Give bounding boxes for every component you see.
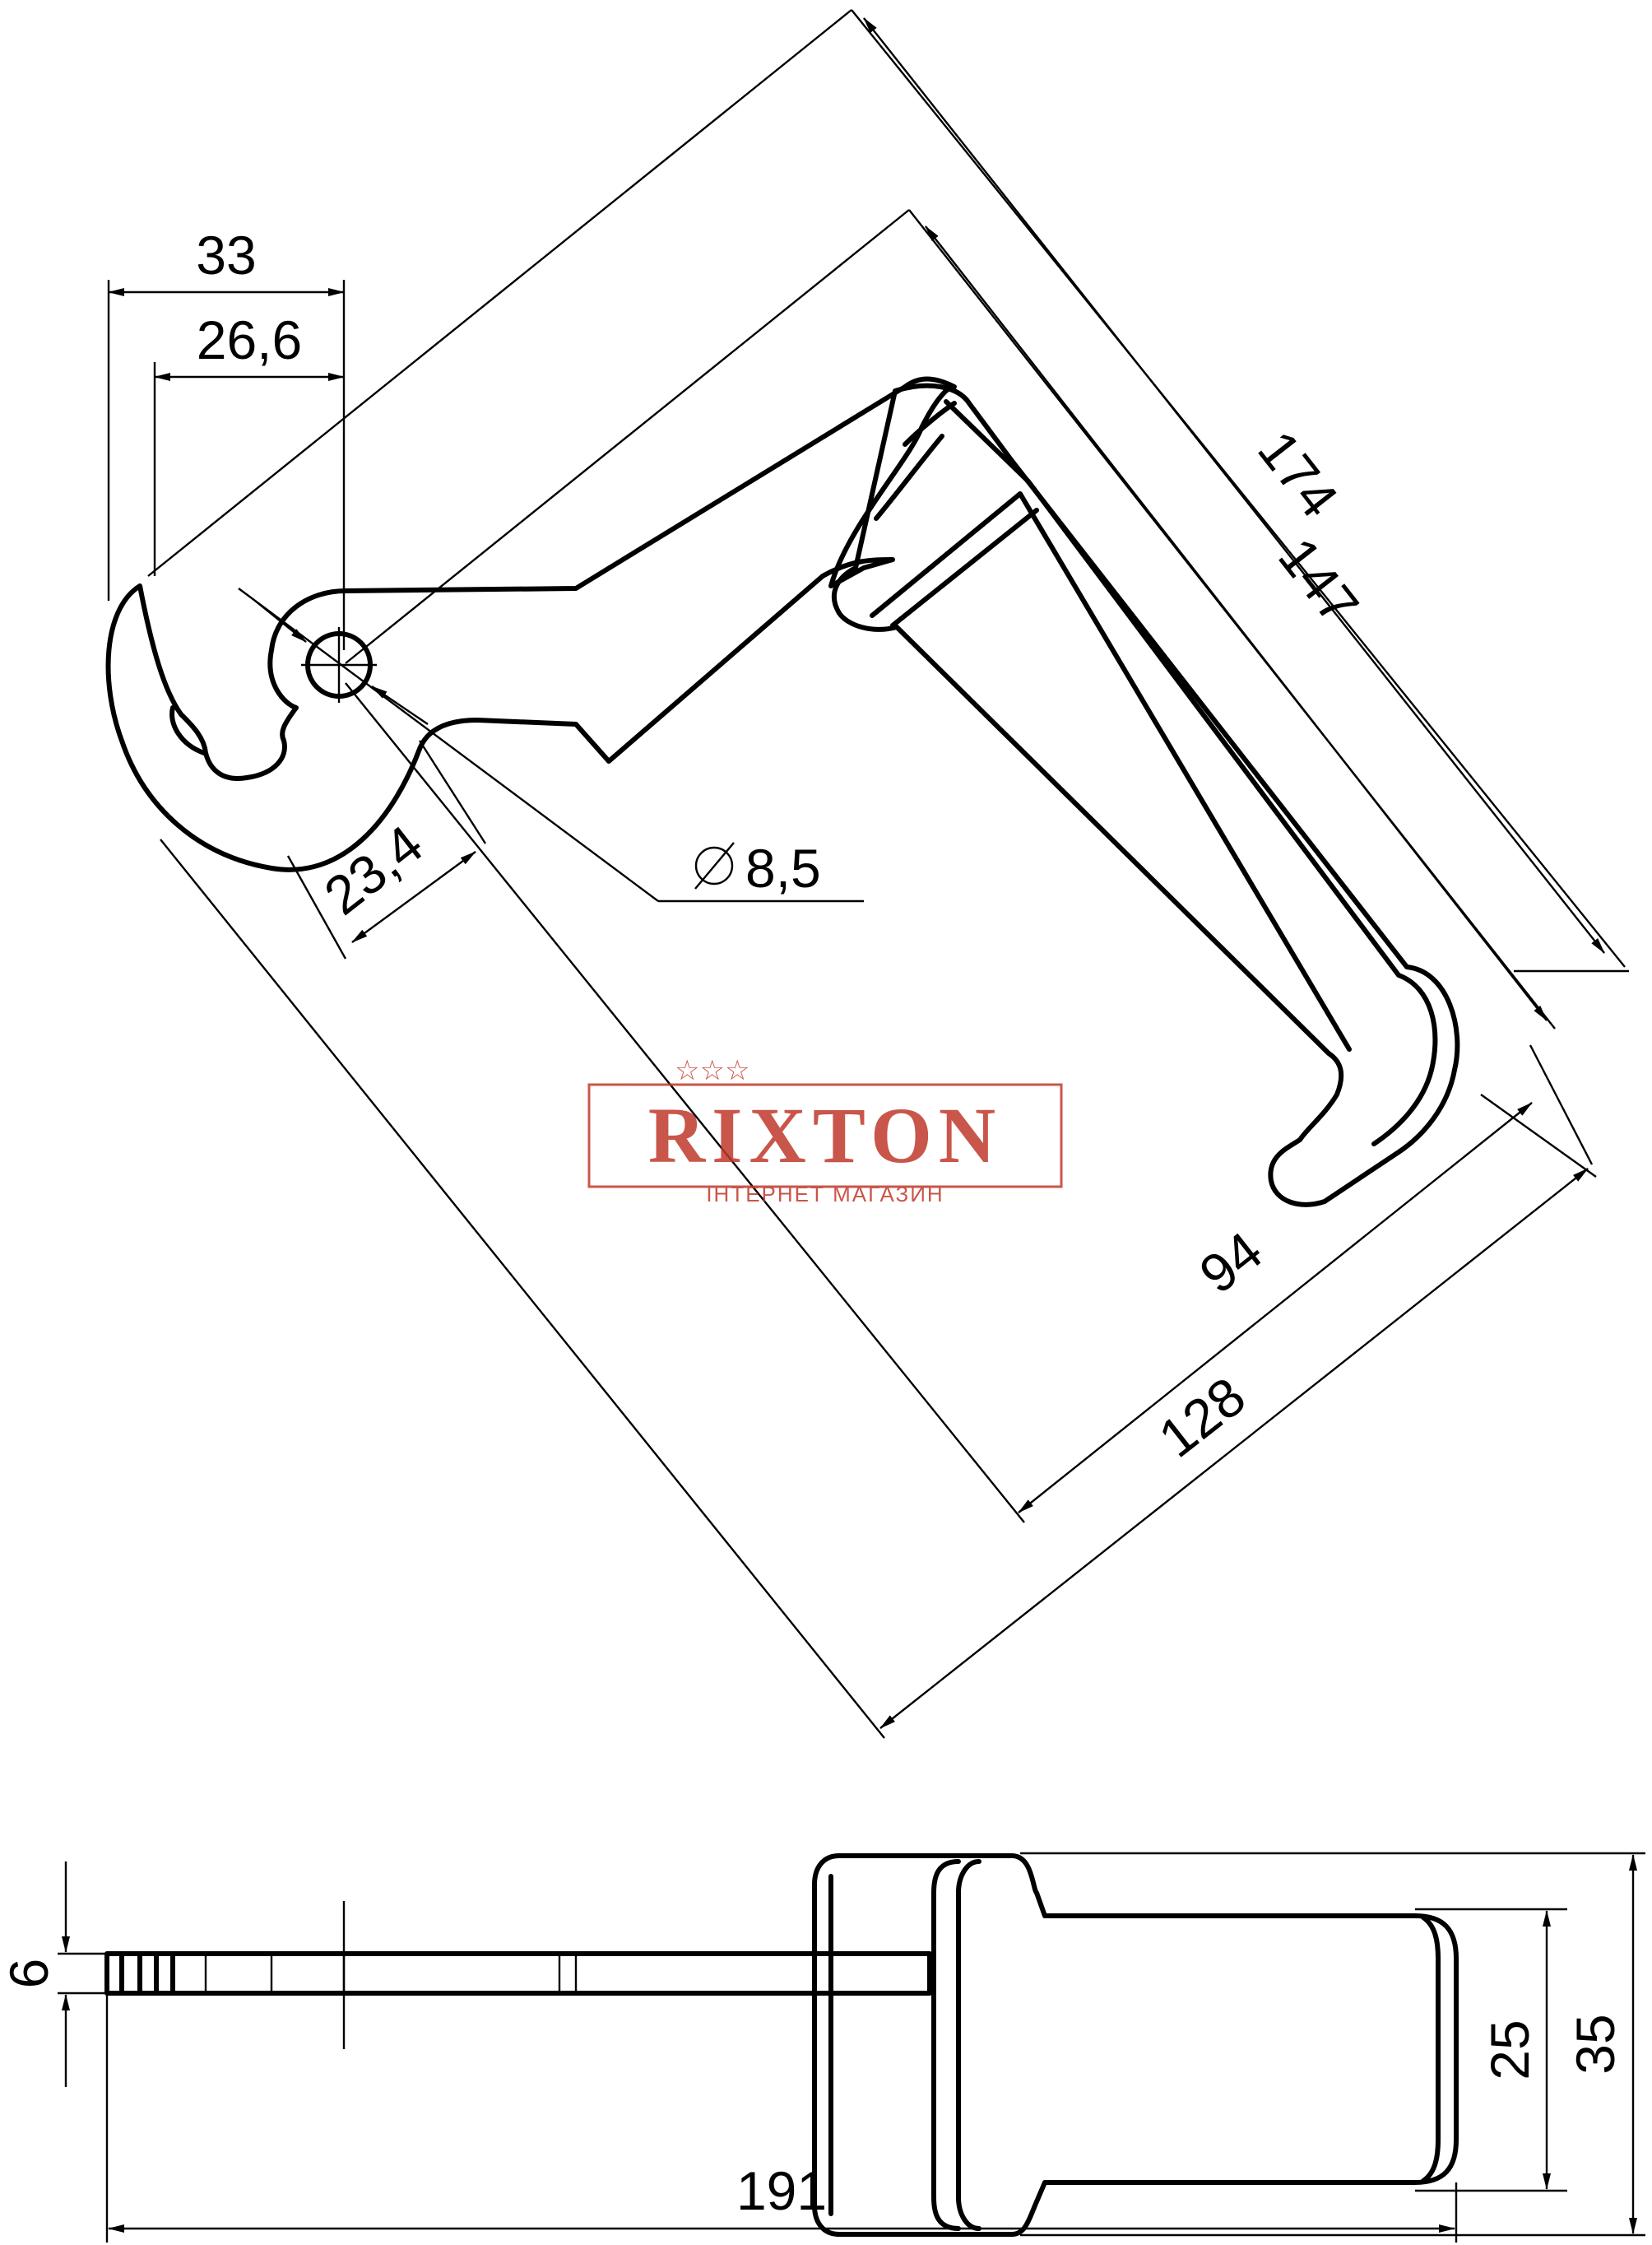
dimension-6-label: 6	[0, 1959, 59, 1989]
dimension-26-6: 26,6	[153, 309, 345, 576]
dimension-diameter-8-5: 8,5	[238, 588, 864, 903]
logo-subtitle: ІНТЕРНЕТ МАГАЗИН	[706, 1182, 944, 1206]
dimension-174: 174	[147, 9, 1629, 973]
handle-block	[812, 1853, 1459, 2237]
dimension-174-label: 174	[1246, 420, 1350, 528]
dimension-diameter-8-5-label: 8,5	[745, 838, 821, 899]
dimension-191-label: 191	[736, 2160, 827, 2221]
diameter-symbol	[694, 846, 734, 885]
rixton-logo: ☆☆☆ RIXTON ІНТЕРНЕТ МАГАЗИН	[587, 1054, 1063, 1206]
handle-block-inner	[828, 1859, 981, 2231]
hook-side-view	[104, 1853, 1459, 2237]
dimension-26-6-label: 26,6	[197, 309, 302, 370]
dimension-128: 128	[160, 839, 1594, 1739]
dimension-33-label: 33	[196, 225, 256, 286]
handle-inner-edge-1	[944, 399, 1438, 1146]
dimension-23-4: 23,4	[286, 740, 487, 960]
dimension-35-label: 35	[1565, 2014, 1626, 2074]
dimension-94-label: 94	[1188, 1220, 1273, 1305]
handle-grip-end	[1421, 1915, 1441, 2183]
hook-notch	[169, 705, 206, 755]
hook-outline	[105, 376, 957, 872]
dimension-23-4-label: 23,4	[313, 813, 434, 926]
dimension-191: 191	[105, 1993, 1458, 2243]
dimension-35: 35	[1020, 1852, 1645, 2237]
dimension-128-label: 128	[1148, 1365, 1256, 1469]
dimension-25-label: 25	[1479, 2020, 1540, 2080]
logo-name: RIXTON	[648, 1091, 1002, 1179]
dimension-25: 25	[1415, 1908, 1567, 2192]
stars-icon: ☆☆☆	[675, 1054, 749, 1087]
plate	[104, 1951, 932, 1996]
dimension-6: 6	[0, 1862, 107, 2087]
dimension-33: 33	[107, 225, 346, 650]
handle-inner-edge-3	[890, 508, 1039, 628]
hook-top-view	[105, 376, 1460, 1207]
